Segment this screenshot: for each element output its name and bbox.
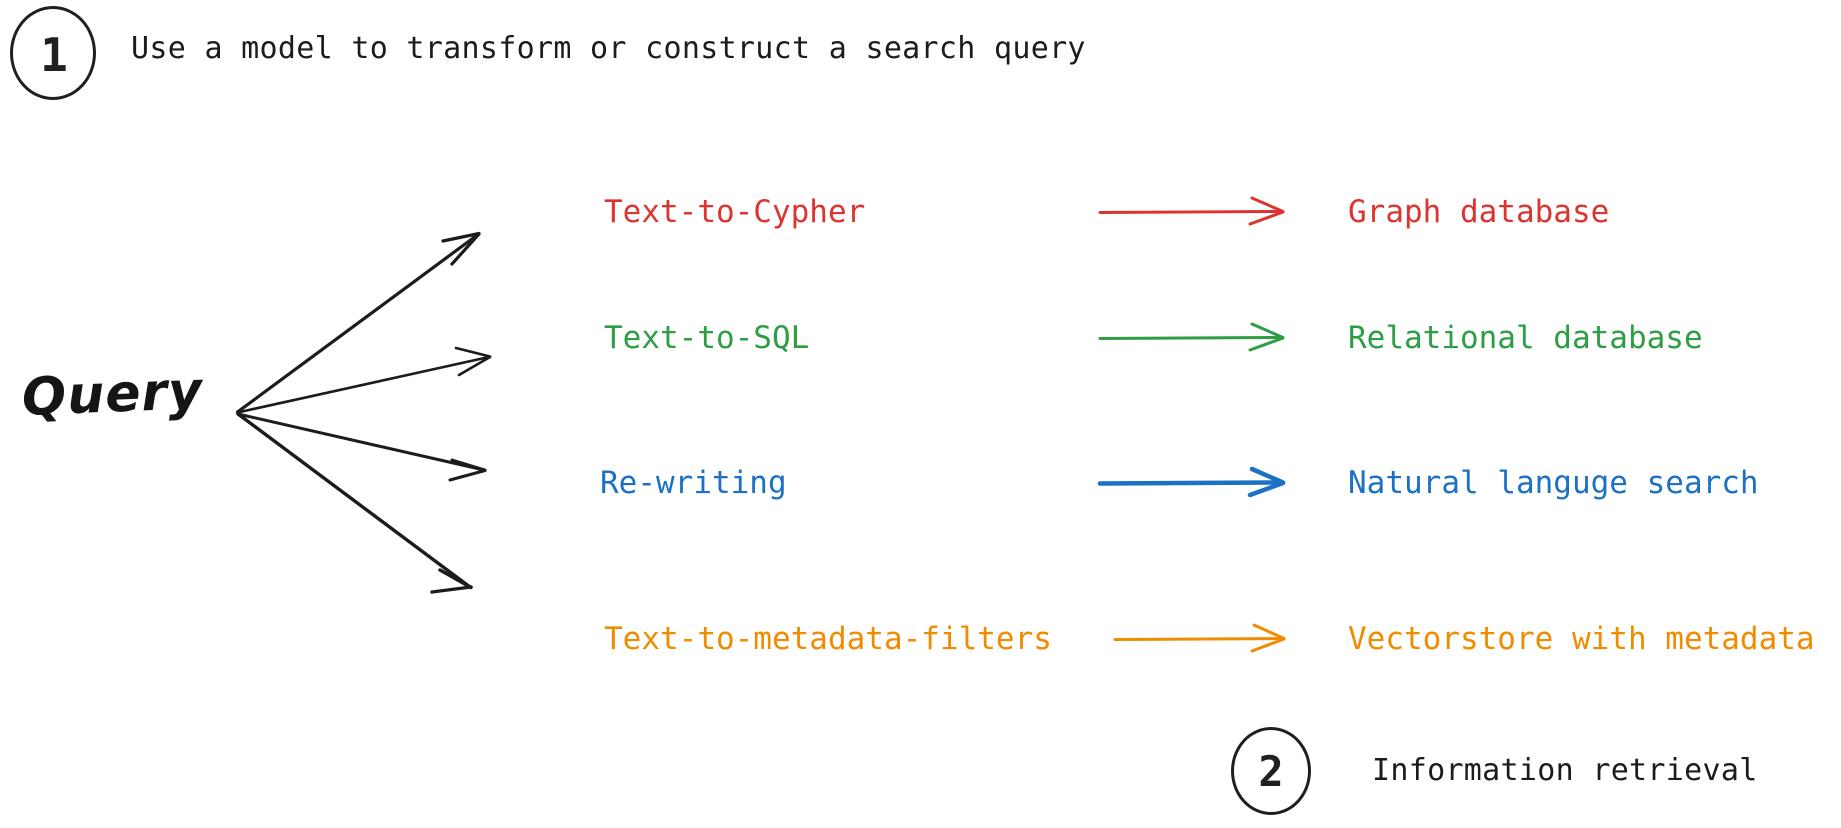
step-2-caption: Information retrieval xyxy=(1372,753,1758,788)
branch-row-text-to-sql: Text-to-SQL Relational database xyxy=(0,312,1841,364)
step-1-number: 1 xyxy=(40,28,68,82)
arrow-right-icon xyxy=(1098,322,1285,352)
branch-arrow-blue xyxy=(1095,457,1295,509)
branch-target-label: Vectorstore with metadata xyxy=(1348,621,1815,657)
branch-arrow-green xyxy=(1095,312,1295,364)
branch-target-label: Graph database xyxy=(1348,194,1610,230)
badge-circle-icon xyxy=(1231,727,1311,815)
branch-method-label: Text-to-SQL xyxy=(604,320,810,356)
query-node-label: Query xyxy=(20,361,205,428)
step-1-caption: Use a model to transform or construct a … xyxy=(131,31,1086,66)
branch-method-label: Text-to-metadata-filters xyxy=(604,621,1052,657)
badge-circle-icon xyxy=(10,6,96,100)
arrow-right-icon xyxy=(1098,196,1285,226)
branch-row-text-to-metadata-filters: Text-to-metadata-filters Vectorstore wit… xyxy=(0,613,1841,665)
step-1-badge: 1 xyxy=(10,6,102,106)
branch-arrow-orange xyxy=(1110,613,1310,665)
branch-method-label: Text-to-Cypher xyxy=(604,194,866,230)
step-2-number: 2 xyxy=(1258,747,1284,796)
branch-method-label: Re-writing xyxy=(600,465,787,501)
branch-target-label: Natural languge search xyxy=(1348,465,1759,501)
arrow-right-icon xyxy=(1113,623,1286,653)
branch-target-label: Relational database xyxy=(1348,320,1703,356)
branch-row-re-writing: Re-writing Natural languge search xyxy=(0,457,1841,509)
arrow-right-icon xyxy=(1097,466,1286,498)
branch-row-text-to-cypher: Text-to-Cypher Graph database xyxy=(0,186,1841,238)
step-2-badge: 2 xyxy=(1231,727,1315,819)
branch-arrow-red xyxy=(1095,186,1295,238)
